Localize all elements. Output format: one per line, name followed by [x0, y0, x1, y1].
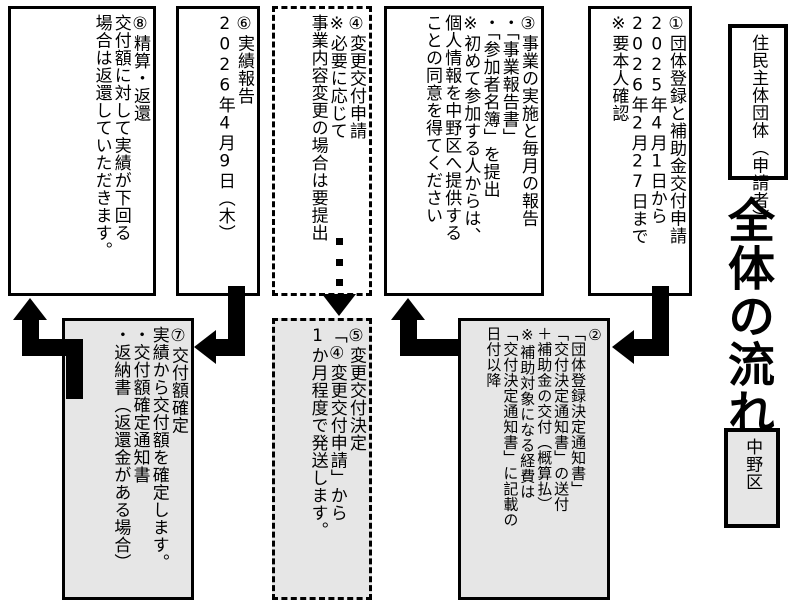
step-4-line-2: ※必要に応じて: [326, 14, 347, 140]
role-label-city: 中野区: [724, 428, 780, 528]
step-1-line-1: ①団体登録と補助金交付申請: [666, 14, 686, 245]
conn-4-5-arrowhead: [322, 294, 356, 316]
step-8-box: ⑧精算・返還 交付額に対して実績が下回る 場合は返還していただきます。: [8, 6, 156, 296]
step-3-box: ③事業の実施と毎月の報告 ・「事業報告書」 ・「参加者名簿」を提出 ※初めて参加…: [384, 6, 544, 296]
step-5-line-2: 「④変更交付申請」から: [326, 326, 347, 522]
step-4-line-1: ④変更交付申請: [346, 14, 366, 140]
step-4-line-3: 事業内容変更の場合は要提出: [307, 14, 328, 242]
step-6-line-1: ⑥実績報告: [234, 14, 254, 105]
step-5-line-1: ⑤変更交付決定: [346, 326, 366, 452]
role-label-city-text: 中野区: [742, 438, 763, 491]
step-5-line-3: 1か月程度で発送します。: [307, 326, 328, 539]
step-8-line-3: 場合は返還していただきます。: [91, 14, 112, 259]
step-4-dotted-connector: [336, 238, 343, 286]
conn-2-3-vertical: [400, 320, 417, 356]
step-1-line-4: ※要本人確認: [608, 14, 629, 122]
step-2-line-7: 日付以降: [484, 326, 503, 388]
conn-1-2-horizontal: [634, 339, 669, 356]
step-2-line-6: 「交付決定通知書」に記載の: [501, 326, 520, 528]
conn-1-2-arrowhead: [612, 330, 634, 364]
step-2-line-1: ②: [586, 326, 604, 345]
step-7-line-1: ⑦交付額確定: [168, 326, 188, 434]
conn-6-7-horizontal: [216, 339, 245, 356]
step-2-box: ② 「団体登録決定通知書」 「交付決定通知書」の送付 ＋補助金の交付（概算払） …: [458, 318, 610, 600]
step-7-line-3: ・交付額確定通知書: [129, 326, 150, 484]
step-1-line-2: 2025年4月1日から: [646, 14, 667, 225]
step-7-box: ⑦交付額確定 実績から交付額を確定します。 ・交付額確定通知書 ・返納書（返還金…: [62, 318, 194, 600]
conn-6-7-arrowhead: [194, 330, 216, 364]
step-3-line-1: ③事業の実施と毎月の報告: [518, 14, 538, 227]
conn-1-2-vertical: [652, 286, 669, 356]
step-2-line-3: 「交付決定通知書」の送付: [552, 326, 571, 512]
step-6-box: ⑥実績報告 2026年4月9日（木）: [176, 6, 260, 296]
step-3-line-4: ※初めて参加する人からは、: [460, 14, 481, 245]
step-8-line-2: 交付額に対して実績が下回る: [110, 14, 131, 242]
step-5-box: ⑤変更交付決定 「④変更交付申請」から 1か月程度で発送します。: [272, 318, 372, 600]
step-2-line-2: 「団体登録決定通知書」: [569, 326, 588, 497]
conn-6-7-vertical: [228, 286, 245, 356]
page-title: 全体の流れ: [718, 196, 774, 436]
step-2-line-4: ＋補助金の交付（概算払）: [535, 326, 554, 512]
step-3-line-6: ことの同意を得てください: [421, 14, 442, 224]
step-6-line-2: 2026年4月9日（木）: [214, 14, 235, 242]
step-7-line-4: ・返納書（返還金がある場合）: [110, 326, 131, 571]
conn-7-8-riser: [22, 320, 39, 356]
conn-2-3-arrowhead: [391, 298, 425, 320]
step-3-line-3: ・「参加者名簿」を提出: [479, 14, 500, 198]
step-3-line-2: ・「事業報告書」: [498, 14, 519, 146]
step-1-line-3: 2026年2月27日まで: [627, 14, 648, 245]
conn-7-8-vertical: [66, 339, 83, 399]
step-1-box: ①団体登録と補助金交付申請 2025年4月1日から 2026年2月27日まで ※…: [588, 6, 692, 296]
step-4-box: ④変更交付申請 ※必要に応じて 事業内容変更の場合は要提出: [272, 6, 372, 296]
role-label-applicant-text: 住民主体団体（申請者）: [748, 34, 769, 227]
step-7-line-2: 実績から交付額を確定します。: [148, 326, 169, 571]
conn-7-8-arrowhead: [13, 298, 47, 320]
step-8-line-1: ⑧精算・返還: [130, 14, 150, 122]
step-3-line-5: 個人情報を中野区へ提供する: [441, 14, 462, 242]
role-label-applicant: 住民主体団体（申請者）: [728, 24, 788, 227]
step-2-line-5: ※補助対象になる経費は: [518, 326, 537, 500]
